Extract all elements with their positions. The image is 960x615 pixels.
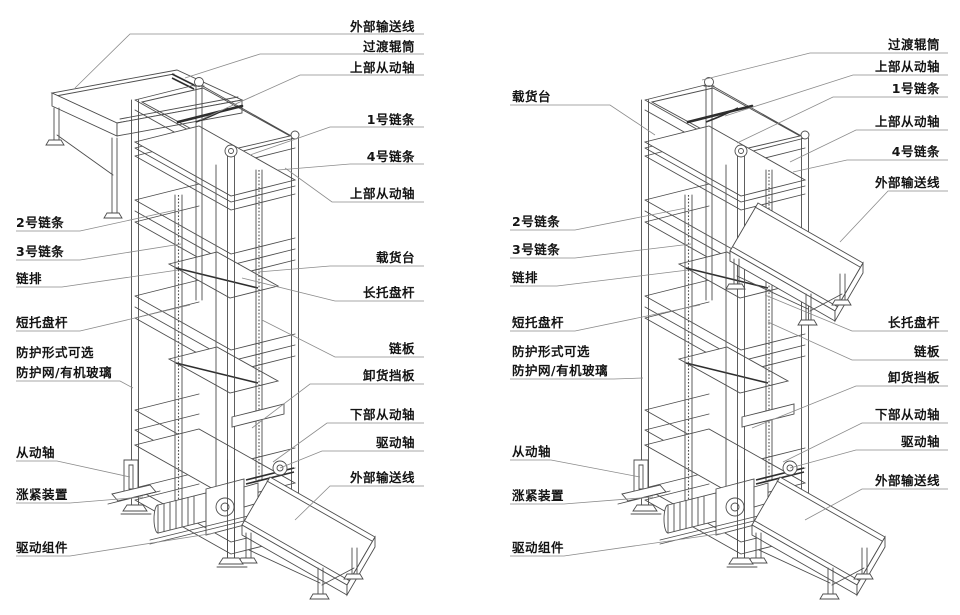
leader-line bbox=[510, 243, 692, 259]
leader-line bbox=[510, 459, 641, 478]
leader-line bbox=[294, 485, 424, 521]
leader-line bbox=[261, 319, 424, 358]
leader-line bbox=[241, 277, 424, 302]
part-label: 卸货挡板 bbox=[363, 368, 415, 383]
leader-line bbox=[789, 129, 948, 163]
part-label: 防护网/有机玻璃 bbox=[512, 363, 608, 378]
part-label: 外部输送线 bbox=[349, 19, 415, 34]
part-label: 上部从动轴 bbox=[350, 60, 415, 75]
part-label: 上部从动轴 bbox=[875, 114, 940, 129]
part-label: 下部从动轴 bbox=[350, 407, 415, 422]
leader-line bbox=[284, 167, 424, 203]
part-label: 外部输送线 bbox=[349, 470, 415, 485]
part-label: 卸货挡板 bbox=[888, 370, 940, 385]
part-label: 过渡辊筒 bbox=[888, 37, 940, 52]
leader-line bbox=[510, 496, 654, 505]
part-label: 从动轴 bbox=[512, 444, 551, 459]
leader-line bbox=[279, 450, 424, 469]
part-label: 驱动组件 bbox=[16, 540, 68, 555]
leader-line bbox=[764, 294, 948, 332]
leader-line bbox=[249, 126, 424, 156]
leader-line bbox=[510, 104, 656, 136]
part-label: 涨紧装置 bbox=[512, 488, 564, 503]
part-label: 上部从动轴 bbox=[350, 186, 415, 201]
part-label: 驱动组件 bbox=[512, 540, 564, 555]
part-label: 过渡辊筒 bbox=[363, 39, 415, 54]
leader-line bbox=[16, 269, 179, 288]
leader-line bbox=[510, 532, 726, 557]
part-label: 长托盘杆 bbox=[363, 285, 415, 300]
leader-line bbox=[16, 532, 216, 557]
part-label: 链排 bbox=[512, 270, 538, 285]
mid-outfeed-conveyor bbox=[725, 202, 864, 326]
part-label: 3号链条 bbox=[16, 244, 64, 259]
leader-line bbox=[751, 385, 948, 429]
transition-roller bbox=[171, 73, 195, 90]
leader-line bbox=[272, 422, 424, 463]
leader-line bbox=[277, 163, 424, 171]
part-label: 短托盘杆 bbox=[16, 315, 68, 330]
leader-line bbox=[789, 449, 948, 469]
leader-line bbox=[74, 33, 424, 89]
part-label: 短托盘杆 bbox=[512, 315, 564, 330]
leader-line bbox=[16, 304, 191, 332]
part-label: 长托盘杆 bbox=[888, 315, 940, 330]
part-label: 2号链条 bbox=[512, 214, 560, 229]
leader-line bbox=[510, 304, 701, 332]
part-label: 下部从动轴 bbox=[875, 407, 940, 422]
part-label: 1号链条 bbox=[892, 81, 940, 96]
leader-line bbox=[16, 209, 177, 232]
left-elevator-drawing bbox=[45, 69, 376, 600]
part-label: 1号链条 bbox=[367, 112, 415, 127]
leader-line bbox=[16, 460, 131, 478]
leader-line bbox=[701, 52, 948, 81]
part-label: 涨紧装置 bbox=[16, 487, 68, 502]
part-label: 外部输送线 bbox=[874, 473, 940, 488]
part-label: 载货台 bbox=[376, 250, 415, 265]
leader-line bbox=[16, 243, 182, 261]
leader-line bbox=[510, 207, 687, 231]
leader-line bbox=[724, 74, 948, 117]
part-label: 防护网/有机玻璃 bbox=[16, 365, 112, 380]
leader-line bbox=[16, 380, 134, 389]
part-label: 4号链条 bbox=[892, 144, 940, 159]
leader-line bbox=[782, 422, 948, 463]
leader-line bbox=[184, 53, 424, 79]
leader-line bbox=[251, 383, 424, 429]
leader-line bbox=[257, 265, 424, 273]
part-label: 防护形式可选 bbox=[512, 344, 590, 359]
leader-line bbox=[839, 190, 948, 243]
leader-line bbox=[767, 321, 948, 361]
part-label: 链排 bbox=[16, 271, 42, 286]
leader-line bbox=[16, 496, 144, 504]
leader-line bbox=[199, 74, 424, 121]
leader-line bbox=[510, 269, 689, 287]
leader-line bbox=[510, 377, 644, 380]
leader-line bbox=[804, 488, 948, 521]
part-label: 载货台 bbox=[512, 89, 551, 104]
part-label: 驱动轴 bbox=[376, 435, 415, 450]
part-label: 外部输送线 bbox=[874, 175, 940, 190]
part-label: 防护形式可选 bbox=[16, 345, 94, 360]
leader-line bbox=[736, 96, 948, 144]
part-label: 2号链条 bbox=[16, 215, 64, 230]
part-label: 链板 bbox=[914, 344, 940, 359]
part-label: 4号链条 bbox=[367, 149, 415, 164]
labels-layer: 2号链条3号链条链排短托盘杆防护形式可选防护网/有机玻璃从动轴涨紧装置驱动组件外… bbox=[16, 19, 948, 557]
part-label: 链板 bbox=[389, 341, 415, 356]
part-label: 从动轴 bbox=[16, 445, 55, 460]
part-label: 3号链条 bbox=[512, 242, 560, 257]
right-elevator-drawing bbox=[616, 76, 886, 600]
part-label: 驱动轴 bbox=[901, 434, 940, 449]
leader-line bbox=[792, 159, 948, 173]
part-label: 上部从动轴 bbox=[875, 59, 940, 74]
